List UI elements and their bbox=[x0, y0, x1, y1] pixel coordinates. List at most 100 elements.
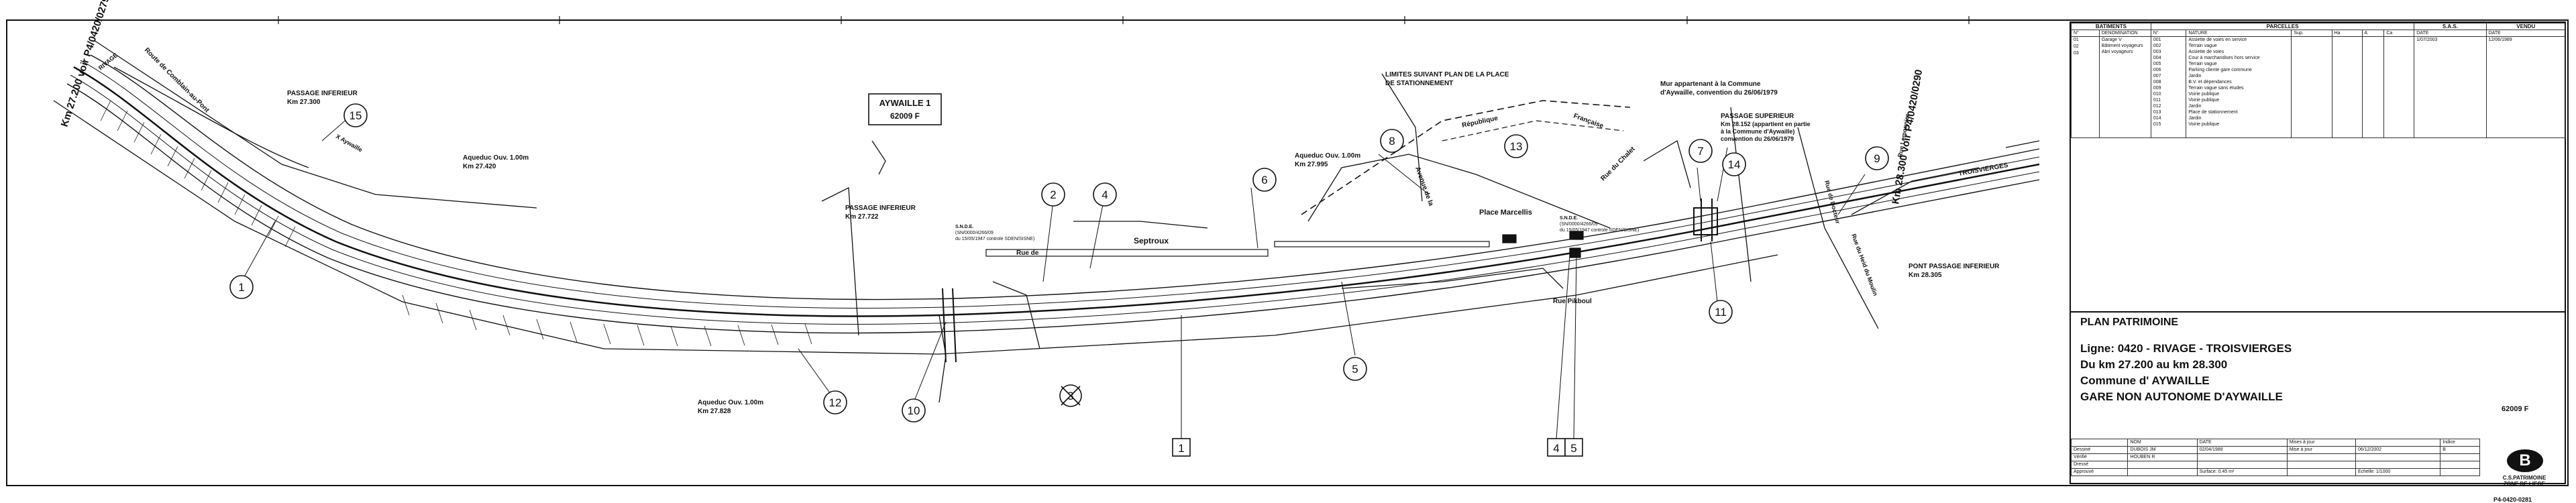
rev-cell bbox=[2355, 453, 2441, 461]
aqueduc-1-km: Km 27.420 bbox=[463, 163, 496, 170]
snde-2: S.N.D.E. bbox=[1560, 216, 1578, 221]
parcel-nature: B.V. et dépendances bbox=[2188, 80, 2232, 85]
parcel-circle-1 bbox=[229, 275, 254, 299]
document-code: P4-0420-0281 bbox=[2493, 496, 2532, 503]
building-names-cell: Garage V Bâtiment voyageurs Abri voyageu… bbox=[2098, 36, 2151, 138]
building-name: Abri voyageurs bbox=[2101, 50, 2133, 54]
parcel-label-1: 1 bbox=[238, 281, 244, 294]
parcel-circle-15 bbox=[343, 103, 368, 127]
building-box-4 bbox=[1547, 438, 1566, 457]
revision-table: NOM DATE Mises à jour Indice Dessiné DUB… bbox=[2070, 439, 2480, 476]
aqueduc-3-label: Aqueduc Ouv. 1.00m bbox=[1295, 152, 1360, 160]
passage-sup-label: PASSAGE SUPERIEUR bbox=[1721, 113, 1794, 120]
km-right-label: Km 28.300 voir P4/0420/0290 bbox=[1890, 68, 1925, 205]
x-aywaille-label: X Aywaille bbox=[335, 133, 364, 154]
parcel-label-2: 2 bbox=[1050, 188, 1056, 201]
snde-1b: (SN/0000/4266/09 bbox=[955, 231, 994, 235]
sub-ha: Ha bbox=[2331, 30, 2363, 37]
parcel-nature: Terrain vague bbox=[2188, 62, 2217, 66]
parcel-label-11: 11 bbox=[1715, 306, 1727, 319]
cadastral-plan: Km 27.200 voir P4/0420/0279 RIVAGE Route… bbox=[6, 0, 2569, 486]
building-leaders bbox=[1181, 254, 1577, 439]
parcel-circle-5 bbox=[1343, 357, 1367, 381]
rev-cell: Approuvé bbox=[2070, 468, 2129, 476]
parcel-circle-8 bbox=[1380, 129, 1404, 153]
rev-cell bbox=[2355, 461, 2441, 469]
parcel-label-14: 14 bbox=[1728, 158, 1741, 171]
sub-date2: DATE bbox=[2485, 30, 2567, 37]
rev-cell: B bbox=[2440, 446, 2480, 454]
parcel-nature: Jardin bbox=[2188, 104, 2202, 109]
parcel-label-7: 7 bbox=[1697, 145, 1703, 158]
passage-inf-2-km: Km 27.722 bbox=[845, 213, 879, 221]
parcel-label-4: 4 bbox=[1102, 188, 1108, 201]
parcel-circle-13 bbox=[1504, 134, 1528, 158]
km-range: Du km 27.200 au km 28.300 bbox=[2080, 358, 2228, 371]
property-boundaries bbox=[53, 40, 2040, 403]
parcel-nature: Terrain vague sans études bbox=[2188, 86, 2244, 91]
parcel-n: 010 bbox=[2153, 92, 2161, 97]
passage-inf-1-km: Km 27.300 bbox=[287, 99, 321, 106]
commune: Commune d' AYWAILLE bbox=[2080, 374, 2210, 387]
sub-nature: NATURE bbox=[2186, 30, 2292, 37]
rev-head-nom: NOM bbox=[2127, 439, 2198, 447]
parcel-nature: Place de stationnement bbox=[2188, 110, 2238, 115]
parcel-nature: Parking cliente gare commune bbox=[2188, 68, 2252, 72]
snde-1: S.N.D.E. bbox=[955, 225, 973, 229]
septroux-label: Septroux bbox=[1134, 236, 1169, 245]
avenue-label: Avenue de la bbox=[1413, 166, 1434, 207]
building-n: 02 bbox=[2074, 44, 2079, 49]
ha-cell bbox=[2331, 36, 2363, 138]
rivage-label: RIVAGE bbox=[97, 52, 119, 71]
passage-inf-1-label: PASSAGE INFERIEUR bbox=[287, 90, 358, 97]
parcel-nature: Voirie publique bbox=[2188, 122, 2220, 127]
platform-2 bbox=[1274, 241, 1490, 247]
plan-title: PLAN PATRIMOINE bbox=[2080, 317, 2179, 328]
parcel-numbers-cell: 001 002 003 004 005 006 007 008 009 010 … bbox=[2150, 36, 2187, 138]
frame-ticks bbox=[278, 16, 1970, 24]
rev-cell bbox=[2127, 468, 2198, 476]
station-type: GARE NON AUTONOME D'AYWAILLE bbox=[2080, 390, 2283, 403]
railway-tracks bbox=[66, 54, 2040, 334]
logo-caption-2: ZONE DE LIEGE bbox=[2504, 481, 2545, 487]
parcel-circle-10 bbox=[902, 398, 926, 423]
route-label: Route de Comblain-au-Pont bbox=[143, 46, 211, 114]
rev-cell: Dessiné bbox=[2070, 446, 2129, 454]
a-cell bbox=[2361, 36, 2385, 138]
parcel-label-15: 15 bbox=[350, 109, 362, 122]
header-vendu: VENDU bbox=[2485, 23, 2567, 30]
building-label-4: 4 bbox=[1553, 442, 1559, 455]
building-n: 01 bbox=[2074, 38, 2079, 42]
rev-cell: HOUBEN R bbox=[2127, 453, 2198, 461]
building-numbers-cell: 01 02 03 bbox=[2071, 36, 2100, 138]
parcel-circle-2 bbox=[1041, 182, 1065, 207]
parcel-n: 009 bbox=[2153, 86, 2161, 91]
parcel-n: 006 bbox=[2153, 68, 2161, 72]
rev-head-date: DATE bbox=[2196, 439, 2288, 447]
sncb-logo: B bbox=[2507, 449, 2543, 472]
rev-head-indice: Indice bbox=[2440, 439, 2480, 447]
plan-description: Ligne: 0420 - RIVAGE - TROISVIERGES Du k… bbox=[2080, 341, 2292, 405]
parcel-n: 005 bbox=[2153, 62, 2161, 66]
parcel-label-5: 5 bbox=[1352, 363, 1358, 376]
rev-cell bbox=[2286, 461, 2357, 469]
building-marker-3 bbox=[1569, 247, 1581, 258]
rev-cell bbox=[2440, 461, 2480, 469]
rev-head-blank bbox=[2355, 439, 2441, 447]
parcel-n: 003 bbox=[2153, 50, 2161, 54]
parcel-nature: Voirie publique bbox=[2188, 98, 2220, 103]
parcel-n: 002 bbox=[2153, 44, 2161, 48]
aqueduc-2-label: Aqueduc Ouv. 1.00m bbox=[698, 399, 763, 406]
station-code: 62009 F bbox=[890, 111, 920, 121]
passage-sup-km: Km 28.152 (appartient en partie bbox=[1721, 121, 1811, 127]
header-sas: S.A.S. bbox=[2414, 23, 2487, 30]
rev-cell: 06/12/2002 bbox=[2355, 446, 2441, 454]
rue-heid-label: Rue du Heid du Moulin bbox=[1850, 233, 1879, 296]
platform-1 bbox=[985, 249, 1269, 257]
parcel-n: 011 bbox=[2153, 98, 2161, 103]
parcel-n: 001 bbox=[2153, 38, 2161, 42]
sub-denomination: DENOMINATION bbox=[2098, 30, 2151, 37]
parcel-circle-6 bbox=[1252, 168, 1277, 192]
francaise-label: Française bbox=[1572, 112, 1605, 129]
rev-cell: Echelle: 1/1000 bbox=[2355, 468, 2441, 476]
